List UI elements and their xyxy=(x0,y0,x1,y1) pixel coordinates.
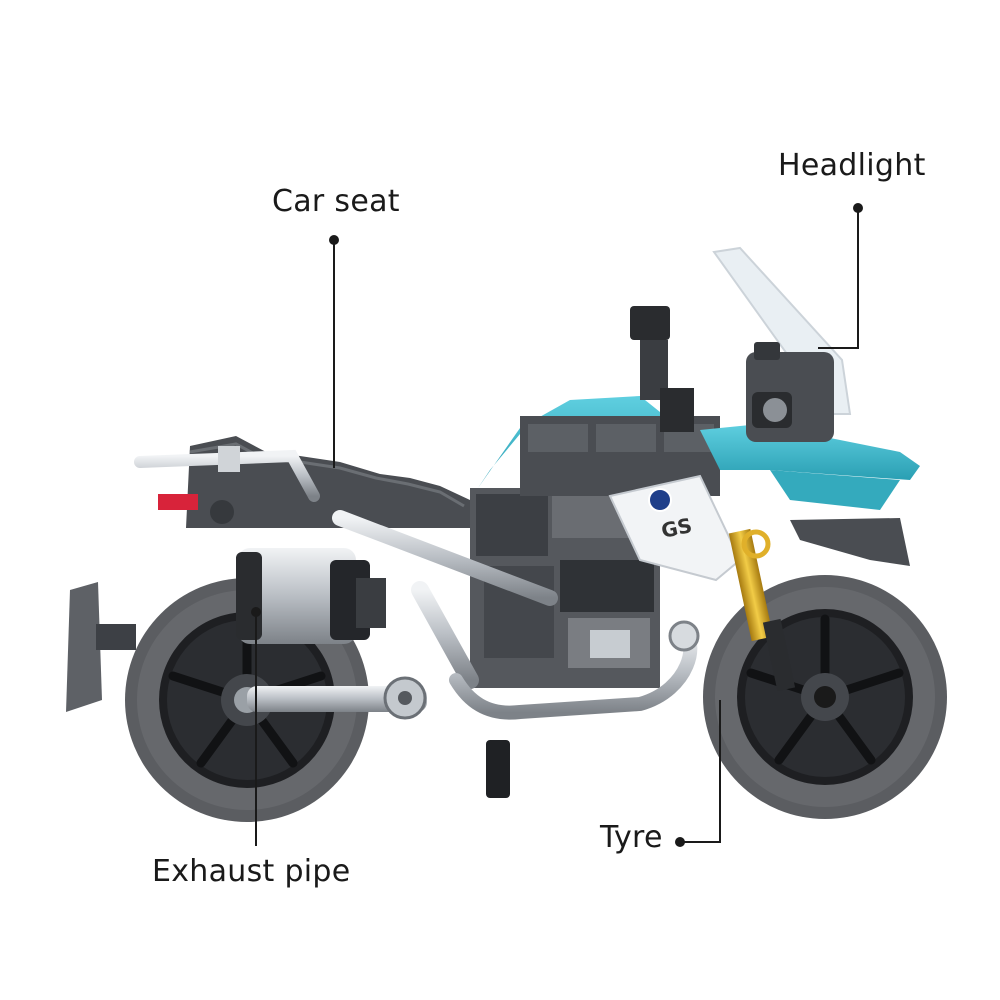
callout-car-seat-label: Car seat xyxy=(272,184,400,219)
rear-plate-holder xyxy=(66,582,136,712)
callout-headlight-leader xyxy=(818,203,863,349)
brand-roundel xyxy=(648,488,672,512)
swing-arm xyxy=(247,676,427,720)
callout-tyre-leader xyxy=(675,700,721,847)
exhaust-muffler xyxy=(236,548,386,644)
callout-headlight-label: Headlight xyxy=(778,148,926,183)
kickstand xyxy=(486,740,510,798)
callout-car-seat-leader xyxy=(329,235,339,468)
rear-seat xyxy=(158,436,470,528)
handlebar xyxy=(630,306,694,432)
headlight xyxy=(746,342,834,442)
front-fork xyxy=(728,528,796,692)
callout-tyre-label: Tyre xyxy=(600,820,663,855)
front-fender xyxy=(790,518,910,566)
side-panel: GS xyxy=(608,474,742,582)
frame-rods xyxy=(332,510,558,689)
front-wheel xyxy=(703,575,947,819)
callout-exhaust-pipe-label: Exhaust pipe xyxy=(152,854,351,889)
grab-rail xyxy=(134,446,320,502)
callout-exhaust-leader xyxy=(251,607,261,846)
